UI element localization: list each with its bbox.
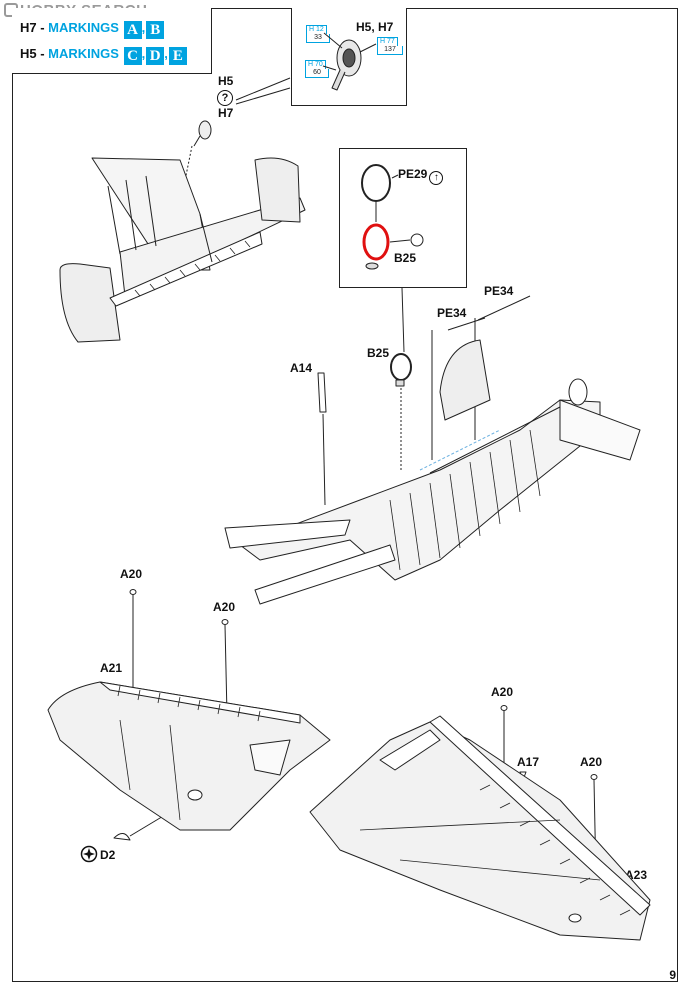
page-number: 9 (669, 968, 676, 982)
label-a23: A23 (625, 868, 648, 882)
label-a21: A21 (100, 661, 123, 675)
label-pe29: PE29↑ (398, 167, 444, 185)
label-a17: A17 (517, 755, 540, 769)
label-pe34-right: PE34 (484, 284, 514, 298)
legend-row-h5: H5 - MARKINGS C,D,E (20, 46, 187, 65)
label-a14: A14 (290, 361, 313, 375)
label-a20-1: A20 (120, 567, 143, 581)
label-a20-4: A20 (580, 755, 603, 769)
markings-legend: H7 - MARKINGS A,B H5 - MARKINGS C,D,E (12, 8, 212, 74)
marking-badge-a: A (123, 21, 142, 39)
tail-wheel-detail-inset: H5, H7 (291, 8, 407, 106)
label-pe34-left: PE34 (437, 306, 467, 320)
color-value-h12: 33 (306, 34, 330, 43)
canopy-detail-inset: PE29↑ B25 (339, 148, 467, 288)
question-icon: ? (217, 88, 233, 106)
detail-inset-title: H5, H7 (356, 20, 394, 34)
arrow-up-icon: ↑ (429, 171, 444, 185)
marking-badge-d: D (146, 47, 165, 65)
label-b25: B25 (367, 346, 390, 360)
label-a20-3: A20 (491, 685, 514, 699)
label-d2: D2 (100, 848, 116, 862)
label-h7: H7 (218, 106, 234, 120)
marking-badge-c: C (123, 47, 142, 65)
label-a20-2: A20 (213, 600, 236, 614)
marking-badge-b: B (146, 21, 165, 39)
color-value-h70: 60 (305, 69, 329, 78)
legend-row-h7: H7 - MARKINGS A,B (20, 20, 165, 39)
color-value-h77: 137 (377, 46, 403, 55)
cement-icon (80, 845, 98, 868)
label-h5: H5 (218, 74, 234, 88)
label-b25-inset: B25 (394, 251, 417, 265)
marking-badge-e: E (168, 47, 187, 65)
